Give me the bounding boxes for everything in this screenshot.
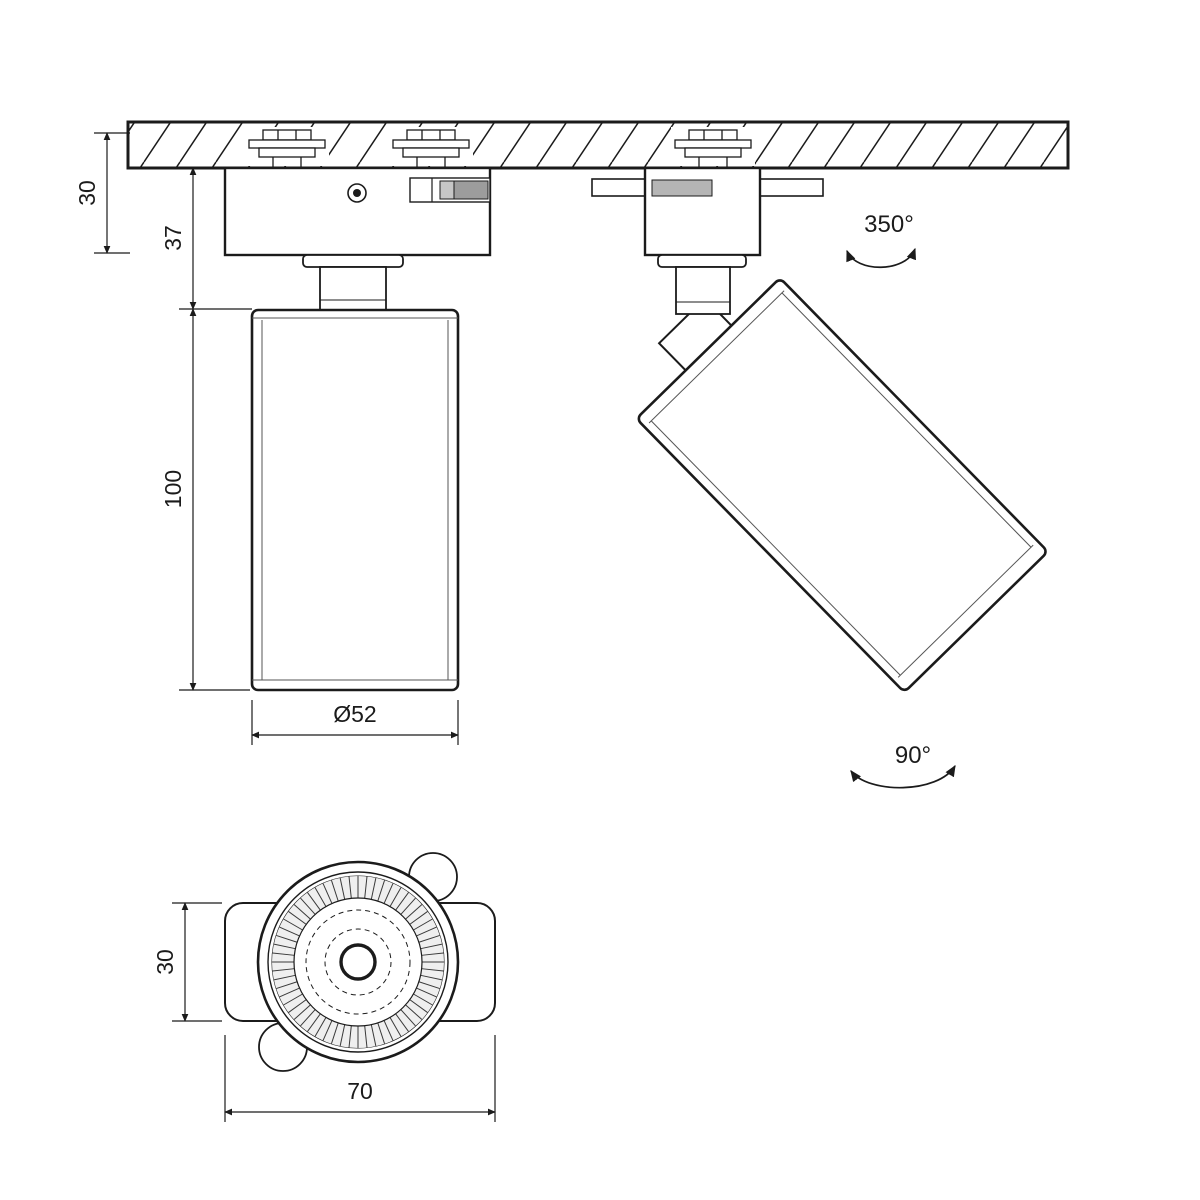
dimension-adapter-height: 37	[160, 167, 252, 310]
dimension-track-height: 30	[74, 132, 130, 254]
connector-slider-dark	[453, 180, 489, 200]
pan-rotation-label: 350°	[864, 211, 914, 238]
ceiling-track	[126, 120, 1070, 170]
tilt-rotation-label: 90°	[895, 742, 931, 769]
dim-head-width-label: 70	[347, 1078, 373, 1104]
tilt-rotation-arc-icon	[850, 764, 956, 789]
neck	[319, 266, 387, 311]
dim-body-diameter-label: Ø52	[333, 701, 376, 727]
lamp-body-tilted	[637, 279, 1047, 692]
lamp-body	[250, 308, 460, 692]
connector-slider-light	[439, 180, 455, 200]
dimension-body-diameter: Ø52	[251, 700, 459, 745]
track-clamp-icon	[244, 126, 330, 169]
lever-wing-right	[759, 178, 824, 197]
neck-flange	[657, 254, 747, 268]
led-center	[339, 943, 377, 981]
track-clamp-icon	[670, 126, 756, 169]
pan-rotation-symbol: 350°	[846, 211, 916, 269]
dim-head-height-label: 30	[152, 949, 178, 975]
dimension-head-width: 70	[224, 1035, 496, 1122]
track-clamp-icon	[388, 126, 474, 169]
bezel-ring	[267, 871, 449, 1053]
dimension-body-length: 100	[160, 308, 250, 691]
spotlight-bottom-view	[224, 852, 496, 1072]
hidden-circle-inner	[324, 928, 392, 996]
dim-body-length-label: 100	[160, 470, 186, 508]
dim-track-height-label: 30	[74, 180, 100, 206]
spotlight-rotated-view	[591, 166, 1047, 692]
hidden-circle-outer	[305, 909, 411, 1015]
tilt-rotation-symbol: 90°	[850, 742, 956, 789]
adapter-gray-strip	[651, 179, 713, 197]
neck-flange	[302, 254, 404, 268]
pan-rotation-arc-icon	[846, 247, 916, 269]
dimension-head-height: 30	[152, 902, 222, 1022]
lever-wing-left	[591, 178, 646, 197]
dim-adapter-height-label: 37	[160, 225, 186, 251]
neck	[675, 266, 731, 315]
screw-center-icon	[353, 189, 361, 197]
spotlight-front-view	[223, 166, 492, 692]
track-outline	[126, 120, 1070, 170]
